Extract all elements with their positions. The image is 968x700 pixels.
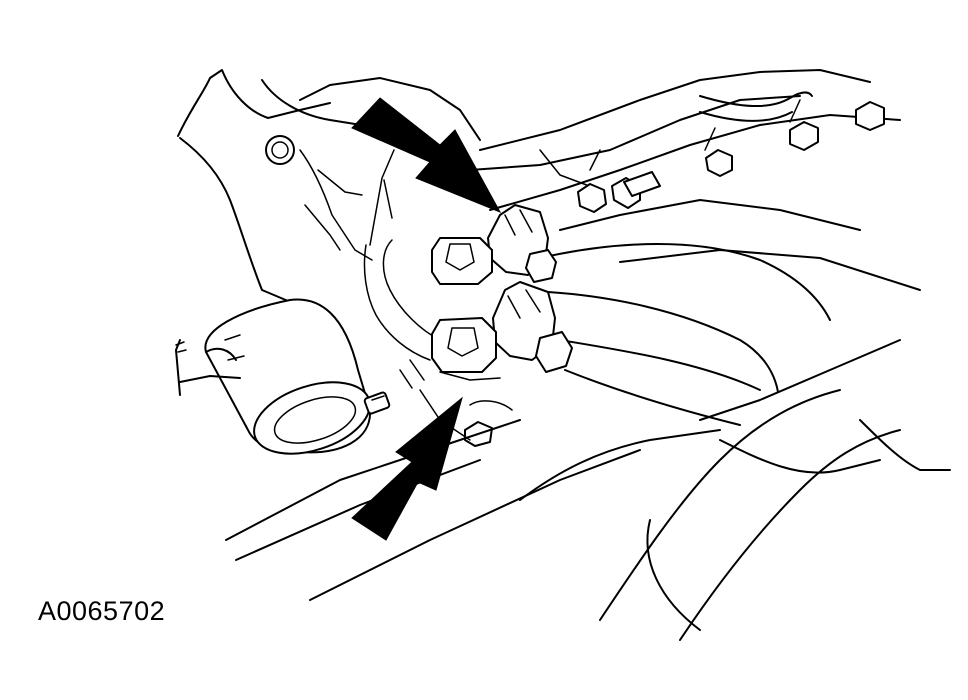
callout-arrows xyxy=(351,97,502,541)
figure-id-label: A0065702 xyxy=(38,596,166,626)
lower-quick-connect xyxy=(431,281,573,381)
upper-manifold xyxy=(469,69,901,213)
hoses xyxy=(363,149,831,426)
upper-arrow-icon xyxy=(351,97,502,213)
lower-arrow-icon xyxy=(351,396,463,541)
upper-quick-connect xyxy=(431,204,557,285)
oil-filter xyxy=(204,298,372,455)
lower-frame xyxy=(179,199,951,641)
engine-block xyxy=(175,69,481,396)
